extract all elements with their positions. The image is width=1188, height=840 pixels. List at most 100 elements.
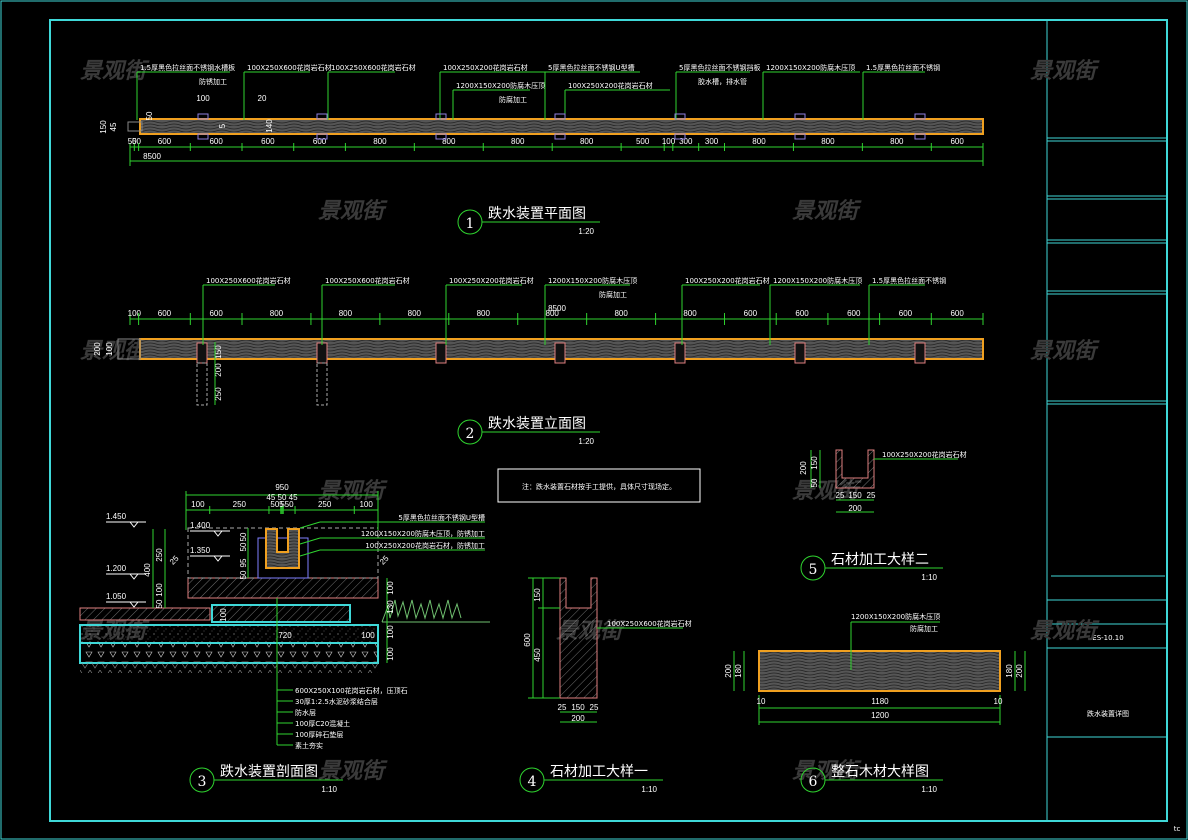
callout-text: 100X250X200花岗岩石材 bbox=[449, 276, 534, 285]
dimension-label: 150 bbox=[214, 345, 223, 359]
dimension-label: 100 bbox=[386, 647, 395, 661]
dimension-label: 100 bbox=[196, 94, 210, 103]
dimension-label: 25 bbox=[867, 491, 876, 500]
dimension-label: 100 bbox=[155, 583, 164, 597]
dimension-label: 100 bbox=[128, 309, 142, 318]
callout-text: 1.5厚黑色拉丝面不锈钢水槽板 bbox=[140, 63, 235, 72]
stone-marker-bottom bbox=[197, 133, 209, 140]
dimension-label: 20 bbox=[258, 94, 267, 103]
layer-label: 防水层 bbox=[295, 708, 316, 717]
elevation-level: 1.350 bbox=[190, 546, 211, 555]
dimension-label: 50 bbox=[270, 500, 279, 509]
callout-text: 1.5厚黑色拉丝面不锈钢 bbox=[872, 276, 946, 285]
dimension-label: 450 bbox=[533, 648, 542, 662]
drawing-number: 1 bbox=[466, 216, 475, 232]
dimension-label: 200 bbox=[799, 461, 808, 475]
stone-marker-top bbox=[554, 113, 566, 120]
dimension-label: 200 bbox=[571, 714, 585, 723]
dimension-label: 250 bbox=[155, 548, 164, 562]
callout-text: 1200X150X200防腐木压顶 bbox=[773, 276, 862, 285]
dimension-label: 150 bbox=[571, 703, 585, 712]
dimension-label: 100 bbox=[662, 137, 676, 146]
dimension-label: 50 bbox=[239, 532, 248, 541]
gravel-layer bbox=[79, 624, 379, 644]
dimension-label: 50 bbox=[145, 111, 154, 120]
title-block-rows bbox=[1047, 137, 1167, 738]
watermark: 景观街 bbox=[792, 199, 862, 224]
drawing-title: 整石木材大样图 bbox=[831, 764, 929, 780]
watermark: 景观街 bbox=[1030, 59, 1100, 84]
stone-marker-top bbox=[794, 113, 806, 120]
dimension-label: 5 bbox=[218, 123, 227, 128]
dimension-label: 150 bbox=[810, 456, 819, 470]
post-slot bbox=[674, 342, 686, 364]
dimension-label: 950 bbox=[275, 483, 289, 492]
note-text: 注：跌水装置石材按手工提供，具体尺寸现场定。 bbox=[522, 482, 676, 491]
dimension-label: 200 bbox=[1015, 664, 1024, 678]
dimension-label: 600 bbox=[795, 309, 809, 318]
post-slot bbox=[196, 342, 208, 364]
callout-text: 100X250X600花岗岩石材 bbox=[247, 63, 332, 72]
dimension-label: 200 bbox=[214, 363, 223, 377]
drawing-number: 2 bbox=[466, 426, 475, 442]
layer-label: 100厚C20混凝土 bbox=[295, 719, 350, 728]
dimension-label: 800 bbox=[821, 137, 835, 146]
callout-text: 5厚黑色拉丝面不锈钢U型槽 bbox=[548, 63, 635, 72]
dimension-label: 25 bbox=[590, 703, 599, 712]
elevation-level: 1.200 bbox=[106, 564, 127, 573]
dimension-label: 1180 bbox=[871, 697, 889, 706]
dimension-label: 180 bbox=[1005, 664, 1014, 678]
dimension-label: 100 bbox=[105, 342, 114, 356]
elevation-level: 1.450 bbox=[106, 512, 127, 521]
drawing-title: 石材加工大样一 bbox=[550, 764, 648, 780]
dimension-label: 8500 bbox=[548, 304, 566, 313]
drawing-scale: 1:20 bbox=[578, 437, 594, 446]
stone-marker-bottom bbox=[435, 133, 447, 140]
dimension-label: 95 bbox=[239, 558, 248, 567]
elevation-level: 1.400 bbox=[190, 521, 211, 530]
post-slot bbox=[794, 342, 806, 364]
leader-line bbox=[299, 537, 321, 545]
dimension-label: 800 bbox=[614, 309, 628, 318]
dimension-label: 300 bbox=[705, 137, 719, 146]
drawing-number: 6 bbox=[809, 774, 818, 790]
dimension-label: 50 bbox=[155, 599, 164, 608]
callout-text: 5厚黑色拉丝面不锈钢U型槽 bbox=[398, 513, 485, 522]
dimension-label: 250 bbox=[233, 500, 247, 509]
water-box-outline bbox=[187, 527, 379, 579]
callout-text: 100X250X600花岗岩石材 bbox=[607, 619, 692, 628]
dimension-label: 45 50 45 bbox=[266, 493, 298, 502]
dimension-label: 800 bbox=[546, 309, 560, 318]
watermark: 景观街 bbox=[80, 339, 150, 364]
post-slot bbox=[435, 342, 447, 364]
drawing-scale: 1:10 bbox=[641, 785, 657, 794]
dimension-label: 25 bbox=[836, 491, 845, 500]
dimension-label: 800 bbox=[752, 137, 766, 146]
layer-label: 素土夯实 bbox=[295, 741, 323, 750]
dimension-label: 10 bbox=[757, 697, 766, 706]
callout-text: 5厚黑色拉丝面不锈钢挡板 bbox=[679, 63, 760, 72]
level-marker bbox=[129, 573, 139, 580]
dimension-label: 45 bbox=[109, 122, 118, 131]
dimension-label: 50 bbox=[239, 542, 248, 551]
stone-block bbox=[257, 537, 309, 579]
callout-text: 1.5厚黑色拉丝面不锈钢 bbox=[866, 63, 940, 72]
dimension-label: 600 bbox=[523, 633, 532, 647]
dimension-label: 50 bbox=[239, 570, 248, 579]
post-slot bbox=[914, 342, 926, 364]
post-footing bbox=[196, 362, 208, 406]
callout-text: 100X250X200花岗岩石材 bbox=[568, 81, 653, 90]
drawing-scale: 1:10 bbox=[921, 573, 937, 582]
dimension-label: 150 bbox=[848, 491, 862, 500]
elevation-end-cap bbox=[117, 338, 141, 360]
dimension-label: 800 bbox=[477, 309, 491, 318]
watermark: 景观街 bbox=[1030, 619, 1100, 644]
dimension-label: 8500 bbox=[143, 152, 161, 161]
dimension-label: 1200 bbox=[871, 711, 889, 720]
drawing-title: 跌水装置平面图 bbox=[488, 206, 586, 222]
stone-marker-bottom bbox=[554, 133, 566, 140]
callout-text: 100X250X200花岗岩石材，防锈加工 bbox=[365, 541, 485, 550]
